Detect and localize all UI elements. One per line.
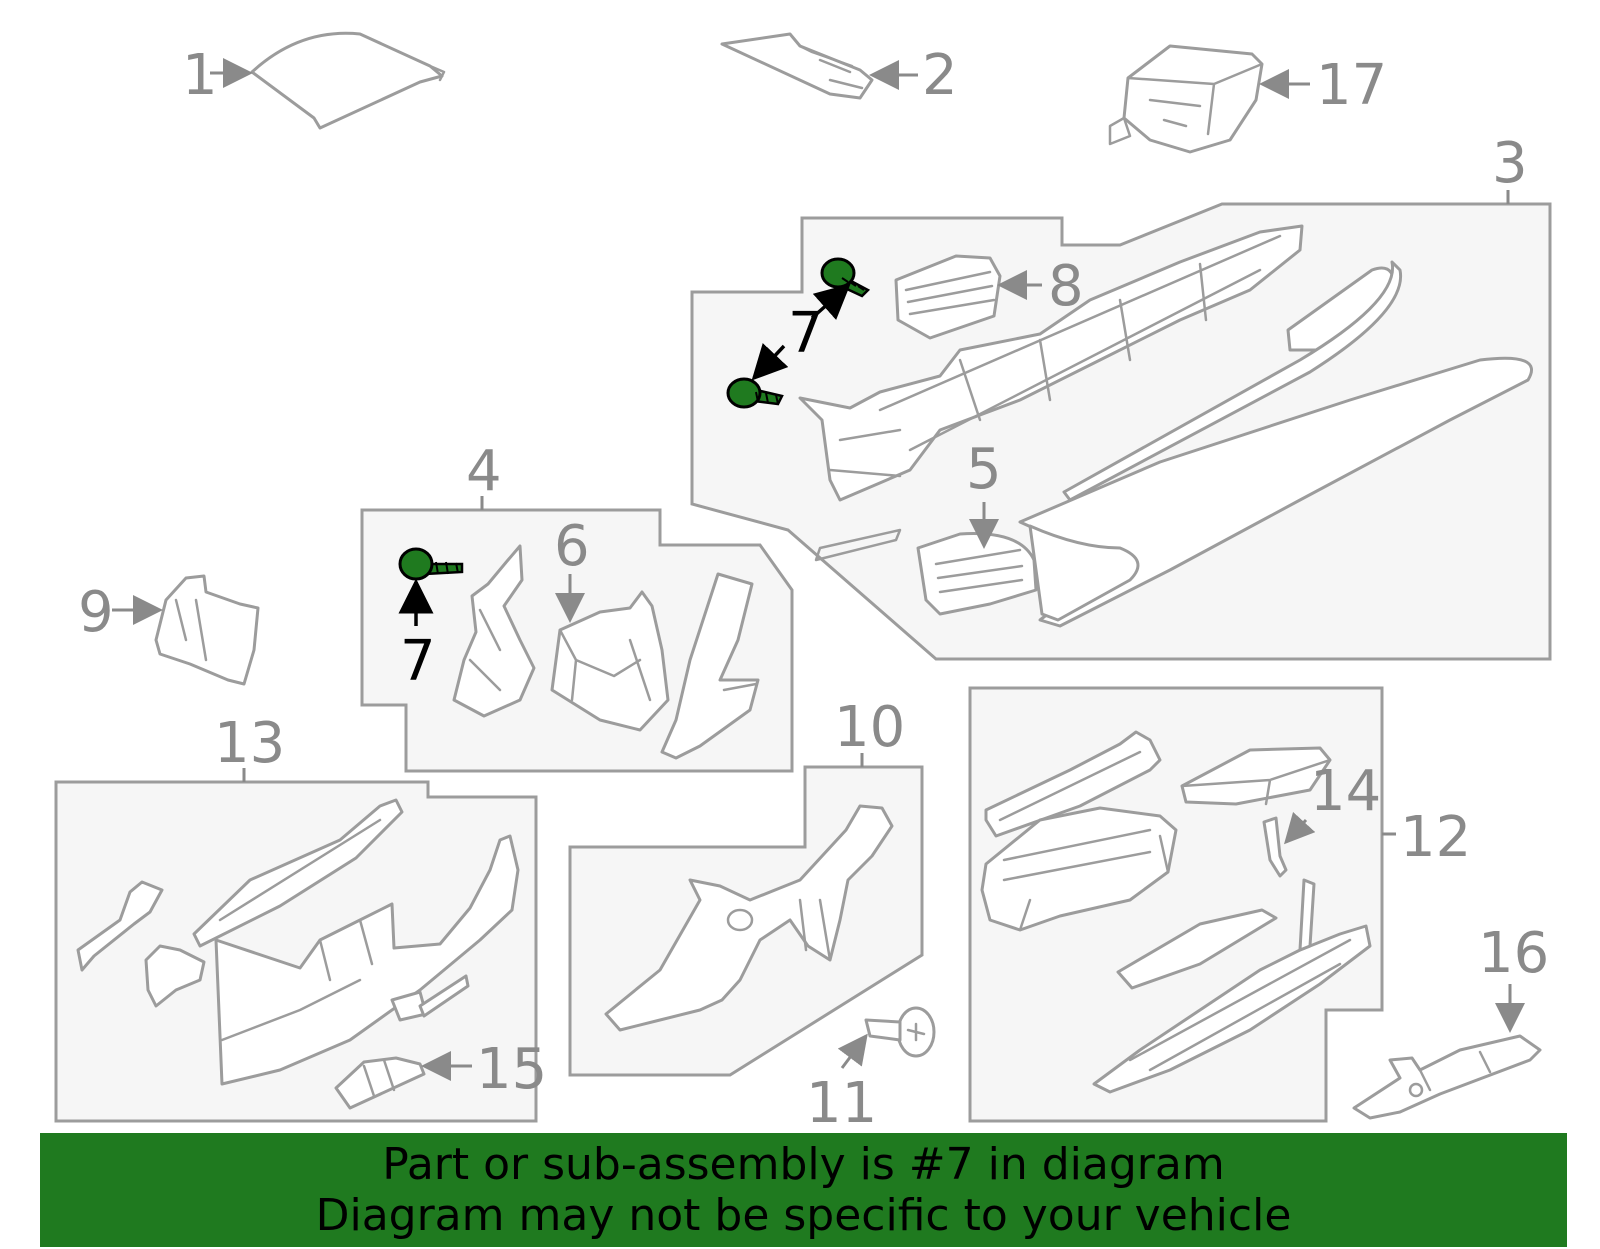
part-6-duct	[550, 590, 670, 732]
callout-16: 16	[1478, 921, 1549, 986]
part-12-grille-plate	[1116, 908, 1278, 990]
part-3-trim-strip	[1062, 260, 1403, 502]
part-16-bracket	[1352, 1034, 1542, 1120]
callout-7-group3: 7	[788, 301, 824, 366]
part-17-airbag-module	[1108, 44, 1264, 154]
part-12-rail	[984, 730, 1162, 838]
callout-7-group4: 7	[400, 629, 436, 694]
leader-7-upper	[810, 283, 851, 321]
group-box-13	[54, 780, 538, 1123]
callout-4: 4	[466, 439, 502, 504]
callout-10: 10	[834, 695, 905, 760]
part-1-trim-panel	[250, 31, 446, 130]
part-13-upper-rail	[192, 798, 404, 948]
banner-line-1: Part or sub-assembly is #7 in diagram	[382, 1139, 1225, 1190]
callout-15: 15	[476, 1037, 547, 1102]
callout-5: 5	[966, 437, 1002, 502]
part-3-dash-panel	[1018, 356, 1533, 628]
callout-2: 2	[922, 43, 958, 108]
part-15-clip	[334, 1056, 426, 1110]
leader-11	[837, 1033, 868, 1069]
part-12-airbag	[1180, 746, 1332, 806]
part-4-bracket	[452, 544, 536, 718]
part-14-lock-cylinder	[1262, 816, 1288, 878]
part-7-screw-group4	[398, 547, 464, 581]
callout-6: 6	[554, 514, 590, 579]
callout-11: 11	[806, 1071, 877, 1136]
part-7-screw-lower	[726, 377, 784, 409]
callout-9: 9	[78, 580, 114, 645]
callout-17: 17	[1316, 53, 1387, 118]
part-12-glovebox-door	[1092, 878, 1372, 1094]
leader-14	[1283, 811, 1316, 845]
part-13-small-bracket-a	[76, 880, 164, 972]
info-banner: Part or sub-assembly is #7 in diagram Di…	[40, 1133, 1567, 1247]
part-10-support-bracket	[604, 804, 894, 1032]
callout-12: 12	[1400, 805, 1471, 870]
part-3-dash-carrier	[798, 224, 1304, 562]
part-12-glovebox-bin	[980, 806, 1178, 932]
part-4-side-cover	[660, 572, 760, 760]
callout-13: 13	[214, 711, 285, 776]
part-13-clip	[390, 974, 470, 1022]
callout-3: 3	[1492, 131, 1528, 196]
part-13-small-bracket-b	[144, 944, 206, 1008]
banner-line-2: Diagram may not be specific to your vehi…	[315, 1190, 1292, 1241]
part-2-bracket	[720, 32, 874, 100]
leader-7-lower	[751, 343, 789, 381]
part-9-bracket	[154, 574, 260, 686]
callout-8: 8	[1048, 254, 1084, 319]
callout-1: 1	[182, 43, 218, 108]
part-11-push-pin	[864, 1006, 936, 1058]
part-13-lower-panel	[214, 834, 520, 1086]
callout-14: 14	[1310, 759, 1381, 824]
